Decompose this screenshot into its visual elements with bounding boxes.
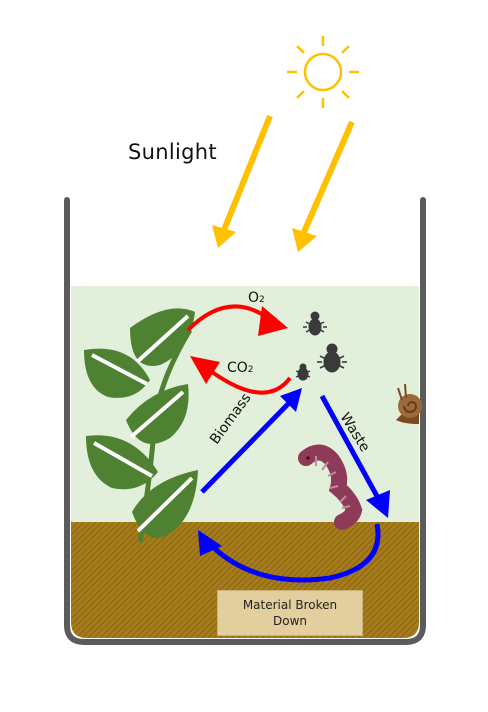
snail-icon <box>396 383 422 424</box>
decomposition-arrow <box>198 523 381 583</box>
oxygen-label-base: O <box>248 290 260 306</box>
oxygen-label-subscript: 2 <box>259 295 265 305</box>
sunlight-label: Sunlight <box>128 140 217 164</box>
material-label-line1: Material Broken <box>242 598 338 612</box>
carbon-dioxide-label: CO2 <box>227 360 254 376</box>
plant-icon <box>84 308 198 543</box>
material-label-line2: Down <box>272 614 307 628</box>
insect-icon <box>295 363 311 381</box>
worm-icon <box>298 444 363 530</box>
sunlight-ray <box>292 120 355 252</box>
carbon-dioxide-label-base: CO <box>227 360 248 376</box>
biomass-arrow <box>200 388 302 494</box>
carbon-dioxide-arrow <box>190 356 292 395</box>
carbon-dioxide-label-subscript: 2 <box>247 365 254 375</box>
sun-icon <box>287 36 359 108</box>
insect-icon <box>317 343 347 373</box>
container <box>64 197 426 645</box>
waste-arrow <box>319 394 390 518</box>
material-broken-down-box: Material Broken Down <box>217 590 363 636</box>
oxygen-label: O2 <box>248 290 265 306</box>
insect-icon <box>303 311 327 336</box>
oxygen-arrow <box>186 304 288 336</box>
sunlight-ray <box>212 114 273 248</box>
